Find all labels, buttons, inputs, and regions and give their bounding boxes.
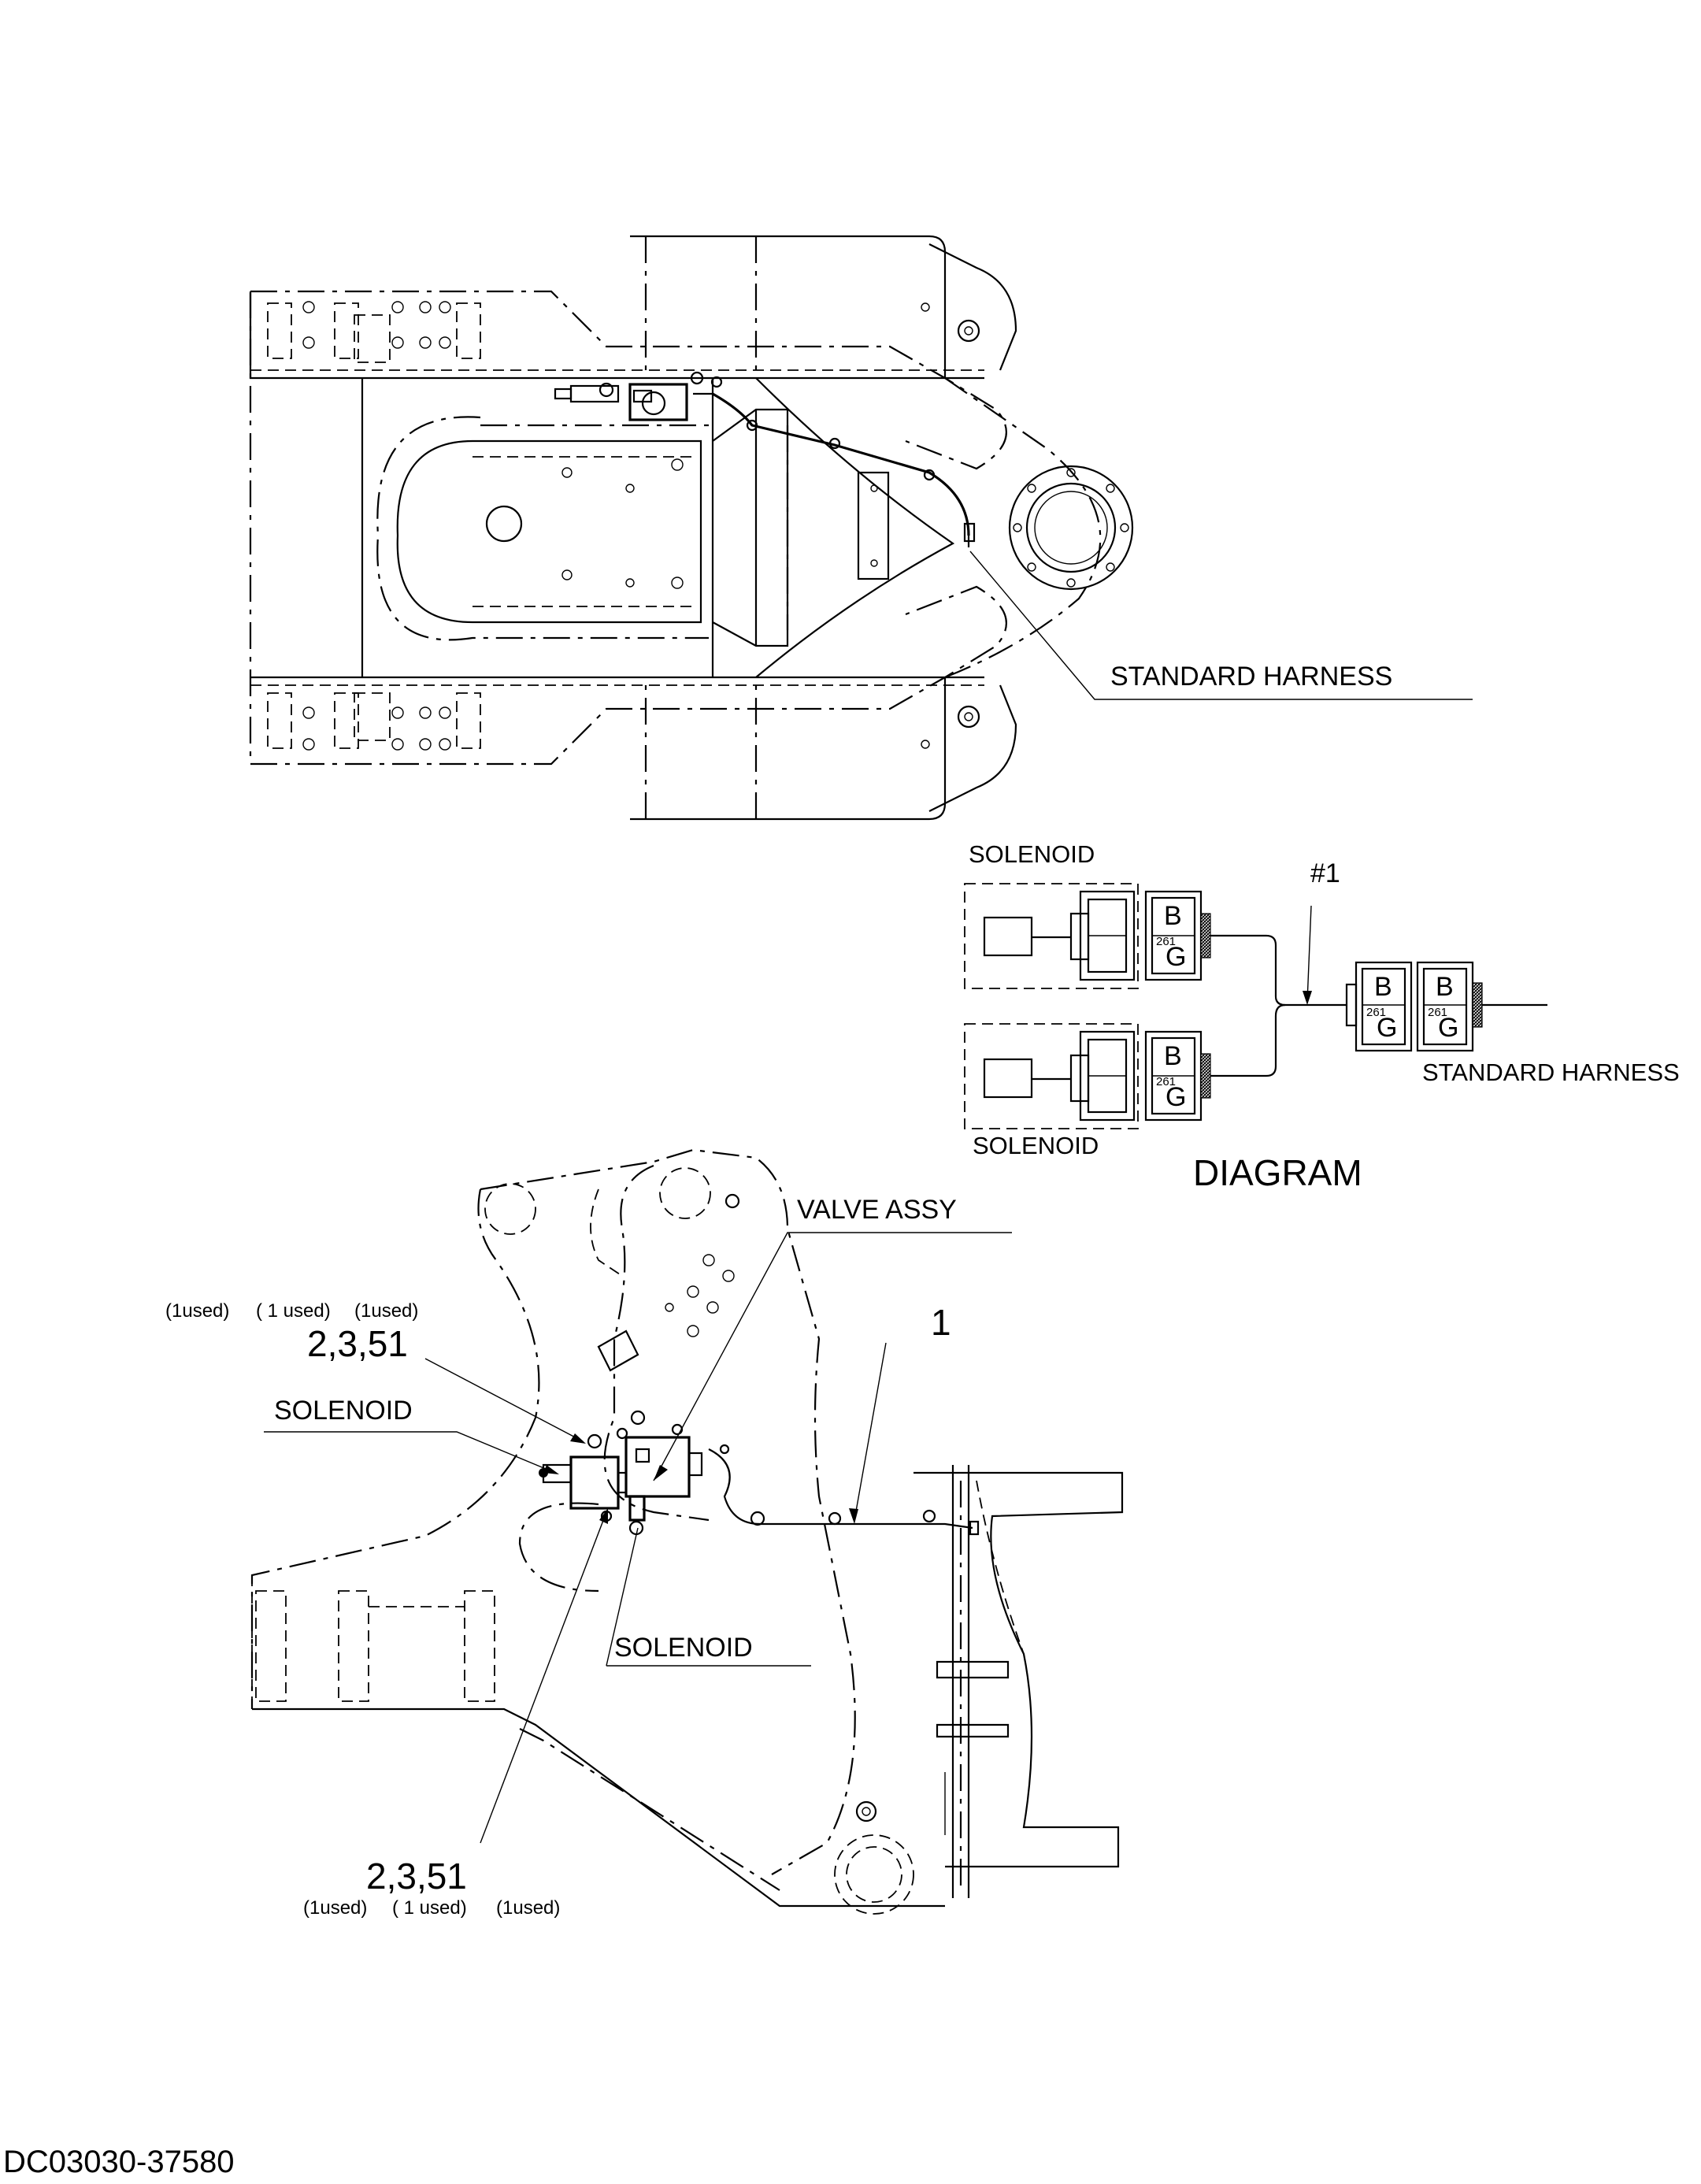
solenoid-label-lower: SOLENOID	[614, 1633, 753, 1663]
side-view-valve-assy	[539, 1410, 730, 1536]
connector-letters: B 261 G B 261 G B 261 G B 261 G	[1156, 901, 1458, 1112]
upper-holes	[267, 301, 481, 363]
used-label-bottom-2: ( 1 used)	[392, 1897, 467, 1919]
connector-code-top: 261	[1156, 935, 1176, 948]
connector-g-harness-1: G	[1377, 1013, 1397, 1043]
used-label-top-2: ( 1 used)	[256, 1300, 331, 1322]
part-1-label: 1	[931, 1302, 951, 1343]
top-view-harness	[712, 392, 976, 547]
connector-code-harness-2: 261	[1428, 1006, 1447, 1019]
connector-b-harness-1: B	[1374, 972, 1392, 1002]
wiring-diagram	[964, 883, 1547, 1129]
connector-b-bottom: B	[1164, 1041, 1182, 1071]
used-label-top-3: (1used)	[354, 1300, 418, 1322]
lower-slots	[255, 1590, 495, 1702]
parts-label-bottom: 2,3,51	[366, 1856, 467, 1897]
top-view-valve	[554, 371, 723, 421]
connector-code-harness-1: 261	[1366, 1006, 1386, 1019]
side-view-leaders	[264, 1232, 1012, 1844]
drawing-code: DC03030-37580	[3, 2145, 235, 2179]
ring-bolts	[1013, 468, 1129, 588]
used-label-top-1: (1used)	[165, 1300, 229, 1322]
used-label-bottom-1: (1used)	[303, 1897, 367, 1919]
frame-side-view	[250, 1148, 1124, 1915]
solenoid-label-left: SOLENOID	[274, 1396, 413, 1426]
connector-b-top: B	[1164, 901, 1182, 931]
connector-g-top: G	[1166, 942, 1186, 972]
valve-assy-label: VALVE ASSY	[797, 1195, 957, 1225]
frame-top-view	[249, 235, 1473, 821]
connector-g-bottom: G	[1166, 1082, 1186, 1112]
lower-holes	[267, 692, 481, 751]
standard-harness-label-diagram: STANDARD HARNESS	[1422, 1059, 1680, 1086]
plate-holes	[665, 1254, 735, 1337]
connector-b-harness-2: B	[1436, 972, 1454, 1002]
wire-ref-label: #1	[1310, 858, 1340, 888]
connector-code-bottom: 261	[1156, 1075, 1176, 1088]
solenoid-label-diagram-bottom: SOLENOID	[973, 1132, 1099, 1159]
solenoid-label-diagram-top: SOLENOID	[969, 840, 1095, 868]
parts-label-top: 2,3,51	[307, 1323, 408, 1364]
side-view-harness	[708, 1448, 980, 1536]
used-label-bottom-3: (1used)	[496, 1897, 560, 1919]
diagram-title: DIAGRAM	[1193, 1152, 1362, 1193]
standard-harness-label-top: STANDARD HARNESS	[1110, 662, 1392, 692]
connector-g-harness-2: G	[1438, 1013, 1458, 1043]
